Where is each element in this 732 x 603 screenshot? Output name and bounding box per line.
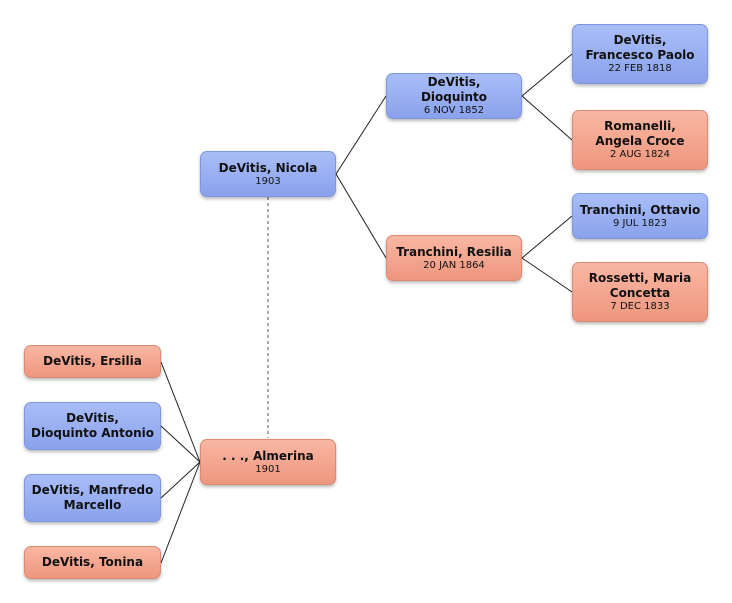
person-node-manfredo[interactable]: DeVitis, Manfredo Marcello — [24, 474, 161, 522]
person-date: 1903 — [255, 175, 281, 187]
person-node-resilia[interactable]: Tranchini, Resilia 20 JAN 1864 — [386, 235, 522, 281]
person-name: DeVitis, Francesco Paolo — [585, 33, 695, 62]
link-dioquinto-angela — [521, 95, 573, 141]
person-date: 9 JUL 1823 — [612, 217, 667, 229]
person-name: DeVitis, Tonina — [41, 555, 144, 569]
link-almerina-dioquinto-antonio — [160, 425, 201, 463]
person-node-ottavio[interactable]: Tranchini, Ottavio 9 JUL 1823 — [572, 193, 708, 239]
person-name: DeVitis, Dioquinto Antonio — [31, 411, 154, 440]
person-node-francesco[interactable]: DeVitis, Francesco Paolo 22 FEB 1818 — [572, 24, 708, 84]
person-node-tonina[interactable]: DeVitis, Tonina — [24, 546, 161, 579]
person-node-nicola[interactable]: DeVitis, Nicola 1903 — [200, 151, 336, 197]
link-almerina-ersilia — [160, 361, 201, 463]
person-node-dioquinto-antonio[interactable]: DeVitis, Dioquinto Antonio — [24, 402, 161, 450]
person-node-dioquinto[interactable]: DeVitis, Dioquinto 6 NOV 1852 — [386, 73, 522, 119]
person-name: Tranchini, Ottavio — [579, 202, 701, 217]
link-almerina-tonina — [160, 461, 201, 564]
person-date: 2 AUG 1824 — [609, 149, 671, 160]
link-dioquinto-francesco — [521, 53, 573, 97]
person-name: . . ., Almerina — [222, 448, 314, 463]
person-name: Tranchini, Resilia — [396, 244, 512, 259]
person-node-almerina[interactable]: . . ., Almerina 1901 — [200, 439, 336, 485]
person-date: 20 JAN 1864 — [423, 259, 485, 271]
person-date: 1901 — [255, 463, 281, 475]
person-name: DeVitis, Manfredo Marcello — [31, 483, 154, 512]
link-resilia-ottavio — [521, 215, 573, 259]
person-name: DeVitis, Ersilia — [43, 354, 142, 368]
person-node-ersilia[interactable]: DeVitis, Ersilia — [24, 345, 161, 378]
link-almerina-manfredo — [160, 461, 201, 499]
link-nicola-resilia — [335, 173, 387, 259]
person-name: Romanelli, Angela Croce — [595, 119, 685, 148]
person-name: DeVitis, Nicola — [218, 160, 318, 175]
person-date: 22 FEB 1818 — [608, 63, 672, 74]
person-node-angela[interactable]: Romanelli, Angela Croce 2 AUG 1824 — [572, 110, 708, 170]
person-date: 6 NOV 1852 — [423, 105, 485, 116]
person-date: 7 DEC 1833 — [610, 301, 670, 312]
link-nicola-dioquinto — [335, 95, 387, 175]
link-resilia-maria — [521, 257, 573, 293]
person-node-maria[interactable]: Rossetti, Maria Concetta 7 DEC 1833 — [572, 262, 708, 322]
person-name: Rossetti, Maria Concetta — [588, 271, 692, 300]
person-name: DeVitis, Dioquinto — [420, 75, 488, 104]
